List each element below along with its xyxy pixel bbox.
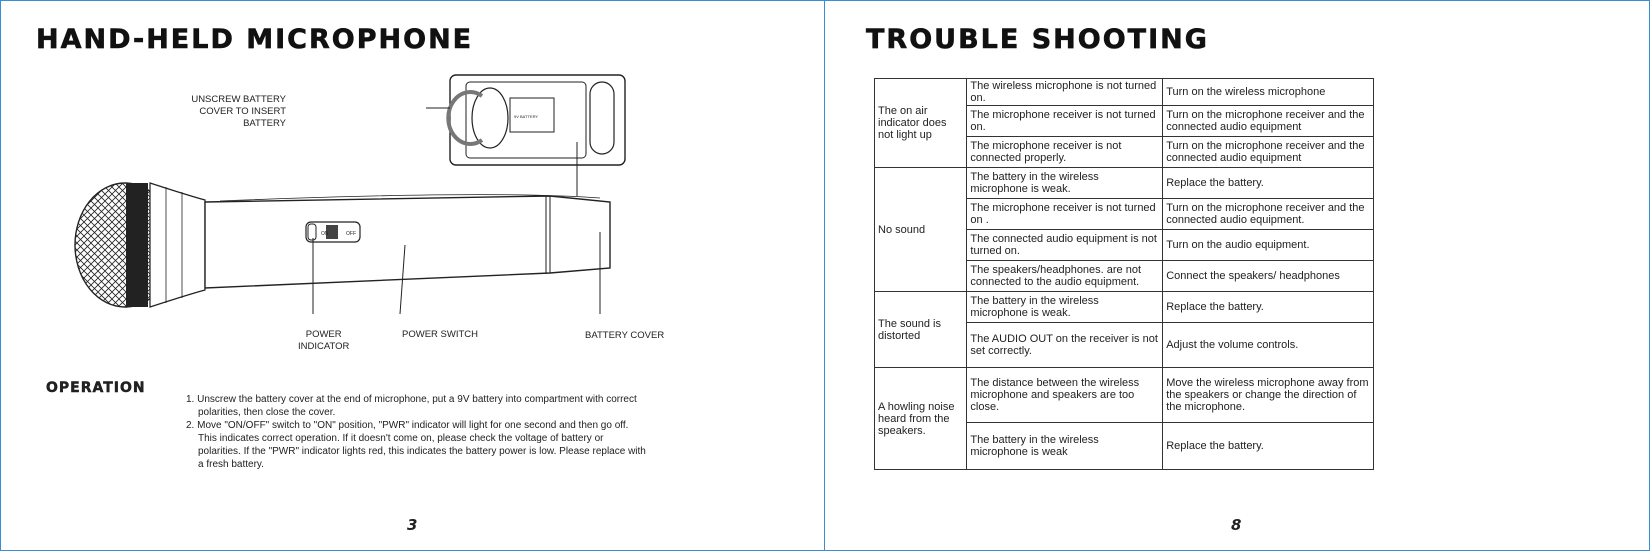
- operation-steps: 1. Unscrew the battery cover at the end …: [186, 393, 646, 471]
- power-switch-label: POWER SWITCH: [402, 329, 478, 340]
- solution-cell: Turn on the microphone receiver and the …: [1162, 198, 1374, 230]
- solution-cell: Turn on the audio equipment.: [1162, 229, 1374, 261]
- solution-cell: Replace the battery.: [1162, 422, 1374, 470]
- solution-cell: Connect the speakers/ headphones: [1162, 260, 1374, 292]
- cause-cell: The microphone receiver is not turned on…: [966, 198, 1164, 230]
- table-row: The microphone receiver is not turned on…: [875, 198, 1374, 230]
- symptom-cell: The sound is distorted: [873, 291, 968, 368]
- table-row: A howling noise heard from the speakers.…: [873, 367, 1374, 470]
- operation-step: 2. Move "ON/OFF" switch to "ON" position…: [186, 420, 646, 470]
- operation-heading: OPERATION: [46, 380, 146, 396]
- table-row: The AUDIO OUT on the receiver is not set…: [875, 322, 1374, 368]
- solution-cell: Turn on the microphone receiver and the …: [1162, 105, 1374, 137]
- cause-cell: The battery in the wireless microphone i…: [966, 167, 1164, 199]
- table-row: The on air indicator does not light up T…: [873, 78, 1374, 168]
- table-row: The microphone receiver is not turned on…: [875, 105, 1374, 137]
- page-title-troubleshooting: TROUBLE SHOOTING: [866, 24, 1209, 56]
- symptom-cell: A howling noise heard from the speakers.: [873, 367, 968, 470]
- page-number-left: 3: [407, 516, 418, 534]
- power-indicator-label: POWER INDICATOR: [298, 329, 350, 352]
- microphone-illustration-icon: 9V BATTERY ON OFF: [74, 74, 626, 315]
- solution-cell: Move the wireless microphone away from t…: [1162, 367, 1374, 423]
- battery-text: 9V BATTERY: [514, 114, 538, 119]
- solution-cell: Adjust the volume controls.: [1162, 322, 1374, 368]
- cause-cell: The battery in the wireless microphone i…: [966, 291, 1164, 323]
- page-fold-divider: [824, 0, 825, 551]
- table-row: The sound is distorted The battery in th…: [873, 291, 1374, 368]
- page-number-right: 8: [1231, 516, 1242, 534]
- cause-cell: The connected audio equipment is not tur…: [966, 229, 1164, 261]
- cause-cell: The speakers/headphones. are not connect…: [966, 260, 1164, 292]
- solution-cell: Replace the battery.: [1162, 167, 1374, 199]
- solution-cell: Turn on the microphone receiver and the …: [1162, 136, 1374, 168]
- table-row: The battery in the wireless microphone i…: [875, 422, 1374, 470]
- cause-cell: The battery in the wireless microphone i…: [966, 422, 1164, 470]
- battery-cover-label: BATTERY COVER: [585, 330, 665, 341]
- table-row: The connected audio equipment is not tur…: [875, 229, 1374, 261]
- troubleshooting-table: The on air indicator does not light up T…: [873, 78, 1374, 470]
- cause-cell: The microphone receiver is not connected…: [966, 136, 1164, 168]
- table-row: No sound The battery in the wireless mic…: [873, 167, 1374, 292]
- microphone-diagram: 9V BATTERY ON OFF UNSCREW BATTERY COVER …: [70, 68, 690, 358]
- cause-cell: The microphone receiver is not turned on…: [966, 105, 1164, 137]
- symptom-cell: No sound: [873, 167, 968, 292]
- solution-cell: Replace the battery.: [1162, 291, 1374, 323]
- cause-cell: The distance between the wireless microp…: [966, 367, 1164, 423]
- table-row: The microphone receiver is not connected…: [875, 136, 1374, 168]
- solution-cell: Turn on the wireless microphone: [1162, 78, 1374, 106]
- operation-step: 1. Unscrew the battery cover at the end …: [186, 394, 637, 418]
- symptom-cell: The on air indicator does not light up: [873, 78, 968, 168]
- unscrew-battery-label: UNSCREW BATTERY COVER TO INSERT BATTERY: [191, 94, 286, 129]
- cause-cell: The wireless microphone is not turned on…: [966, 78, 1164, 106]
- cause-cell: The AUDIO OUT on the receiver is not set…: [966, 322, 1164, 368]
- switch-off-label: OFF: [346, 231, 356, 237]
- page-title-microphone: HAND-HELD MICROPHONE: [36, 24, 474, 56]
- switch-on-label: ON: [321, 231, 329, 237]
